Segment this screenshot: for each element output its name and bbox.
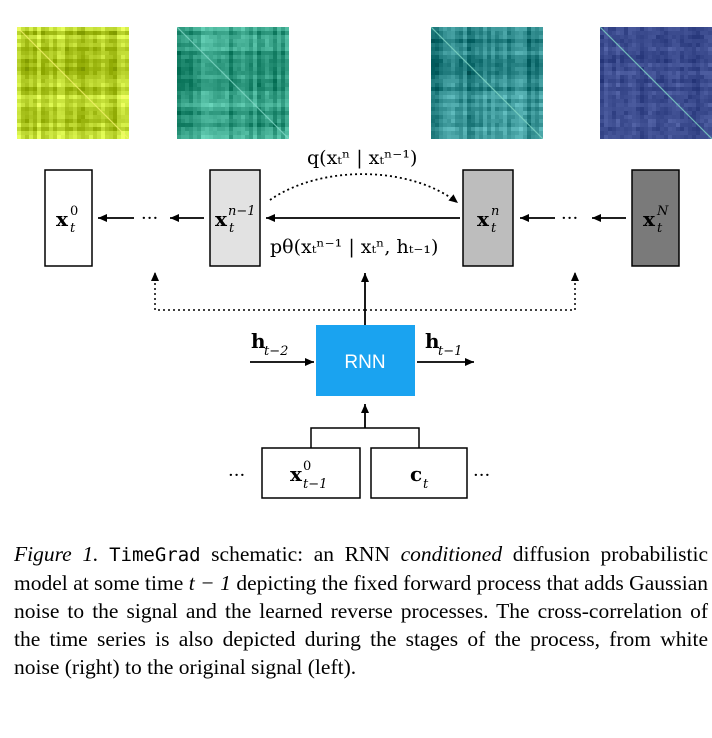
diffusion-diagram: q(xₜⁿ | xₜⁿ⁻¹) pθ(xₜⁿ⁻¹ | xₜⁿ, hₜ₋₁) x 0…: [44, 147, 680, 499]
state-xn-sub: t: [491, 221, 497, 236]
hidden-out-symbol: h: [425, 329, 440, 353]
state-x0-sup: 0: [70, 204, 78, 219]
forward-process-label: q(xₜⁿ | xₜⁿ⁻¹): [307, 147, 417, 169]
state-xN-sup: N: [656, 204, 669, 219]
heatmap-signal: [17, 27, 129, 139]
state-xn-symbol: x: [477, 207, 490, 231]
input-box-c: [370, 447, 468, 499]
rnn-block: [316, 325, 415, 396]
state-x0-sub: t: [70, 221, 76, 236]
caption-text-2: diffusion probabilistic model at some ti…: [14, 542, 709, 595]
input-bracket: [310, 427, 420, 448]
caption-conditioned: conditioned: [400, 542, 503, 566]
heatmap-step-n-minus-1: [177, 27, 289, 139]
state-xn-sup: n: [491, 204, 499, 219]
input-x-symbol: x: [290, 462, 303, 486]
ellipsis-right: ···: [561, 208, 578, 229]
caption-text-3: depicting the fixed forward process that…: [14, 571, 708, 679]
caption-time-expr: t − 1: [188, 571, 231, 595]
hidden-in-sub: t−2: [264, 344, 288, 359]
hidden-out-sub: t−1: [438, 344, 462, 359]
state-xnm1-symbol: x: [215, 207, 228, 231]
model-name: TimeGrad: [109, 544, 201, 566]
heatmap-noise: [600, 27, 712, 139]
input-c-symbol: c: [410, 462, 422, 486]
ellipsis-bottom-left: ···: [228, 465, 245, 486]
state-box-x-n: [462, 169, 514, 267]
conditioning-arrow-right: [365, 272, 579, 311]
figure-caption: Figure 1. TimeGrad schematic: an RNN con…: [14, 540, 708, 681]
state-xnm1-sup: n−1: [228, 204, 256, 219]
rnn-label: RNN: [344, 352, 385, 373]
state-xnm1-sub: t: [229, 221, 235, 236]
state-x0-symbol: x: [56, 207, 69, 231]
state-box-x-n-minus-1: [209, 169, 261, 267]
input-box-x: [261, 447, 361, 499]
conditioning-arrow-left: [151, 272, 365, 311]
heatmap-step-n: [431, 27, 543, 139]
hidden-in-symbol: h: [251, 329, 266, 353]
input-x-sub: t−1: [303, 477, 327, 492]
input-c-sub: t: [423, 477, 429, 492]
state-xN-sub: t: [657, 221, 663, 236]
ellipsis-left: ···: [141, 208, 158, 229]
caption-text-1: schematic: an RNN: [200, 542, 401, 566]
state-box-x0: [44, 169, 93, 267]
ellipsis-bottom-right: ···: [473, 465, 490, 486]
figure-label: Figure 1.: [14, 542, 99, 566]
reverse-process-label: pθ(xₜⁿ⁻¹ | xₜⁿ, hₜ₋₁): [270, 236, 438, 258]
state-box-x-N: [631, 169, 680, 267]
forward-process-arrow: [269, 173, 459, 204]
state-xN-symbol: x: [643, 207, 656, 231]
input-x-sup: 0: [303, 459, 311, 474]
